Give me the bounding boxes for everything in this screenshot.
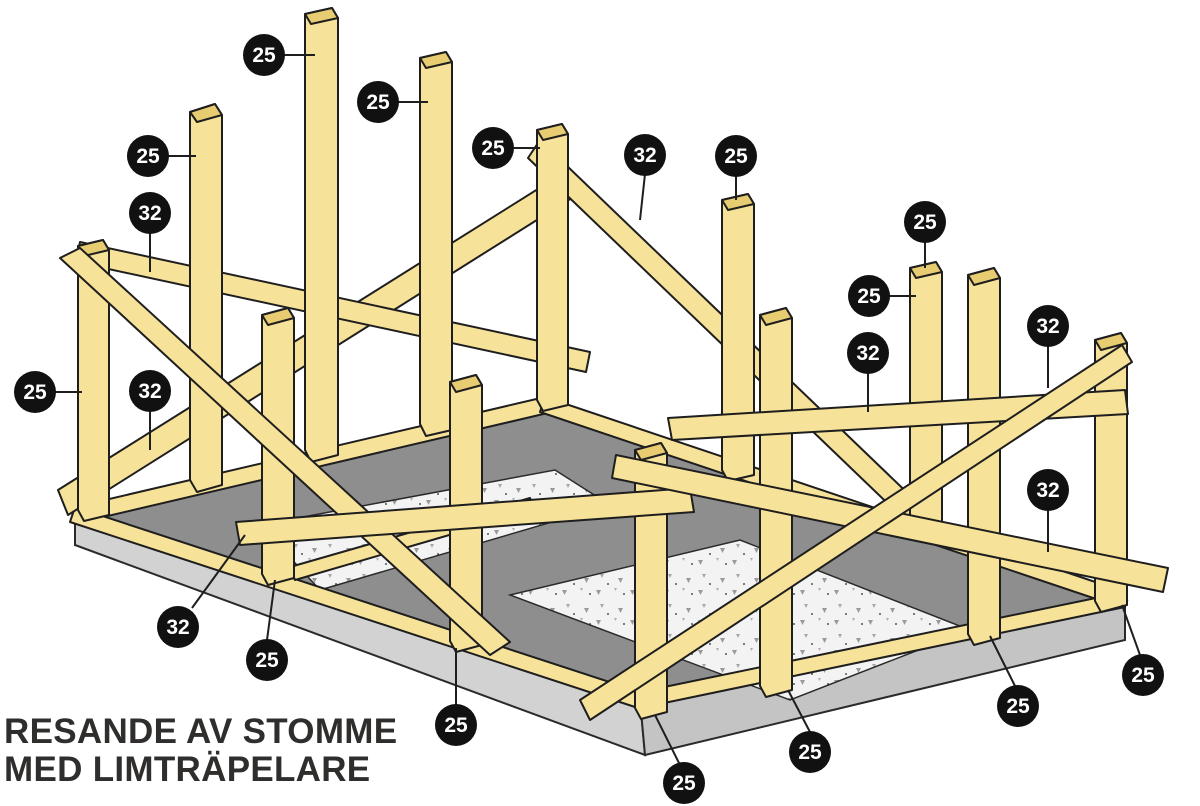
svg-text:32: 32: [633, 144, 656, 167]
callout-badge: 32: [157, 606, 199, 648]
leader-lines: [54, 54, 1141, 766]
callout-badge: 25: [1122, 654, 1164, 696]
svg-text:25: 25: [1006, 695, 1030, 718]
callout-badge: 32: [129, 370, 171, 412]
svg-text:32: 32: [138, 202, 161, 225]
svg-text:32: 32: [1036, 315, 1059, 338]
callout-badge: 25: [357, 81, 399, 123]
posts-back: [189, 7, 943, 532]
svg-text:25: 25: [481, 137, 505, 160]
svg-text:25: 25: [672, 772, 696, 795]
callout-badge: 25: [997, 685, 1039, 727]
svg-text:25: 25: [913, 211, 937, 234]
callout-badge: 25: [246, 639, 288, 681]
callout-badge: 32: [1027, 469, 1069, 511]
callout-badge: 25: [904, 201, 946, 243]
callout-badge: 32: [1027, 305, 1069, 347]
callout-badge: 25: [715, 135, 757, 177]
svg-text:25: 25: [252, 44, 276, 67]
svg-text:25: 25: [255, 649, 279, 672]
svg-text:25: 25: [444, 714, 468, 737]
callout-badge: 25: [14, 371, 56, 413]
svg-text:25: 25: [366, 91, 390, 114]
svg-text:25: 25: [136, 145, 160, 168]
callout-badge: 32: [129, 192, 171, 234]
callout-badge: 25: [243, 34, 285, 76]
callout-badge: 32: [624, 134, 666, 176]
svg-text:25: 25: [1131, 664, 1155, 687]
callout-badge: 25: [472, 127, 514, 169]
svg-text:25: 25: [798, 741, 822, 764]
bracing-front: [59, 247, 1169, 721]
callout-badge: 25: [663, 762, 705, 804]
svg-text:32: 32: [856, 342, 879, 365]
callout-badge: 25: [848, 275, 890, 317]
callout-badges: 25 25 25 32 25 32 25 32 25 32 32 32 25 2…: [14, 34, 1164, 804]
callout-badge: 25: [789, 731, 831, 773]
caption-line-2: MED LIMTRÄPELARE: [4, 750, 371, 789]
posts-front: [77, 239, 1128, 720]
callout-badge: 32: [847, 332, 889, 374]
callout-badge: 25: [435, 704, 477, 746]
svg-text:25: 25: [857, 285, 881, 308]
caption-line-1: RESANDE AV STOMME: [4, 712, 398, 751]
svg-text:32: 32: [1036, 479, 1059, 502]
svg-text:32: 32: [166, 616, 189, 639]
callout-badge: 25: [127, 135, 169, 177]
svg-text:32: 32: [138, 380, 161, 403]
svg-text:25: 25: [724, 145, 748, 168]
svg-text:25: 25: [23, 381, 47, 404]
